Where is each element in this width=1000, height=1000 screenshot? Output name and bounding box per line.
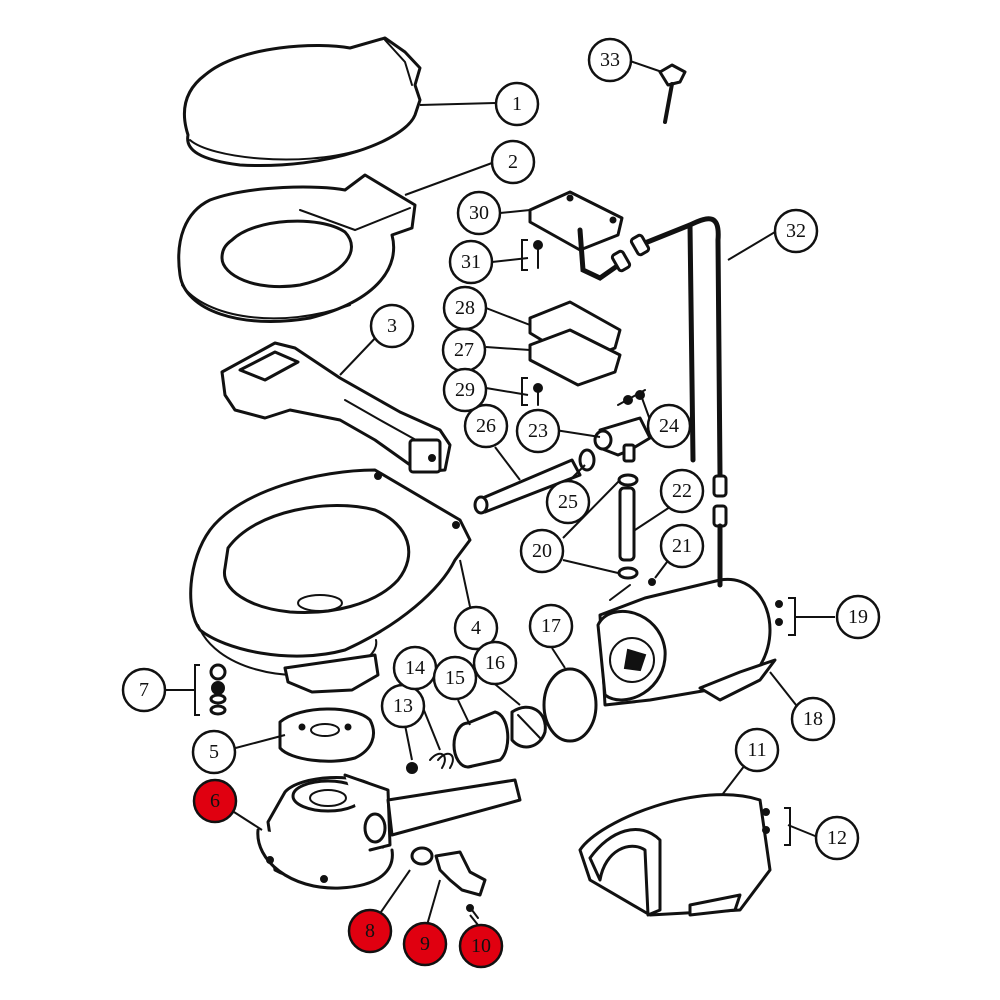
part-hardware-29-31	[533, 240, 543, 406]
callout-33: 33	[587, 37, 633, 83]
callout-label: 31	[461, 251, 481, 273]
callout-11: 11	[734, 727, 780, 773]
callout-label: 1	[512, 93, 522, 115]
callout-label: 11	[747, 739, 766, 761]
part-elbow-and-hose	[473, 389, 652, 515]
leader-lines	[150, 60, 835, 933]
callout-27: 27	[441, 327, 487, 373]
callout-label: 7	[139, 679, 149, 701]
callout-13: 13	[380, 683, 426, 729]
part-o-ring	[542, 667, 598, 743]
callout-28: 28	[442, 285, 488, 331]
callout-5: 5	[191, 729, 237, 775]
callout-label: 13	[393, 695, 413, 717]
callout-22: 22	[659, 468, 705, 514]
callout-label: 9	[420, 933, 430, 955]
part-coupling	[452, 710, 510, 769]
callout-label: 18	[803, 708, 823, 730]
callout-31: 31	[448, 239, 494, 285]
callout-label: 29	[455, 379, 475, 401]
callout-6: 6	[192, 778, 238, 824]
callout-3: 3	[369, 303, 415, 349]
callout-label: 27	[454, 339, 474, 361]
callout-32: 32	[773, 208, 819, 254]
callout-20: 20	[519, 528, 565, 574]
callout-1: 1	[494, 81, 540, 127]
callout-19: 19	[835, 594, 881, 640]
callout-label: 21	[672, 535, 692, 557]
callout-label: 28	[455, 297, 475, 319]
callout-29: 29	[442, 367, 488, 413]
callout-label: 14	[405, 657, 425, 679]
part-tube-and-clamps	[617, 473, 656, 586]
part-wire-harness	[577, 216, 728, 588]
callout-label: 24	[659, 415, 679, 437]
callout-15: 15	[432, 655, 478, 701]
callout-label: 8	[365, 920, 375, 942]
callout-14: 14	[392, 645, 438, 691]
part-fuse-holder	[658, 63, 687, 124]
callout-label: 4	[471, 617, 481, 639]
part-pump-housing	[256, 773, 522, 890]
callout-4: 4	[453, 605, 499, 651]
callout-26: 26	[463, 403, 509, 449]
part-motor	[596, 577, 783, 707]
callout-7: 7	[121, 667, 167, 713]
part-check-valve-group	[410, 846, 487, 919]
callout-21: 21	[659, 523, 705, 569]
callout-30: 30	[456, 190, 502, 236]
part-hardware-13-14	[406, 752, 454, 774]
callout-label: 22	[672, 480, 692, 502]
callout-12: 12	[814, 815, 860, 861]
callout-8: 8	[347, 908, 393, 954]
callout-label: 2	[508, 151, 518, 173]
callout-label: 32	[786, 220, 806, 242]
callout-label: 16	[485, 652, 505, 674]
callout-label: 5	[209, 741, 219, 763]
part-hardware-7	[209, 663, 227, 716]
callout-18: 18	[790, 696, 836, 742]
callout-label: 17	[541, 615, 561, 637]
callout-label: 10	[471, 935, 491, 957]
callout-label: 26	[476, 415, 496, 437]
callout-label: 19	[848, 606, 868, 628]
part-bowl	[189, 468, 472, 694]
part-gasket	[278, 707, 375, 763]
part-lid	[182, 36, 422, 168]
callout-label: 23	[528, 420, 548, 442]
callout-label: 15	[445, 667, 465, 689]
part-seat	[177, 173, 417, 323]
part-impeller	[510, 705, 547, 749]
part-motor-cover	[578, 793, 772, 917]
callout-label: 6	[210, 790, 220, 812]
callout-23: 23	[515, 408, 561, 454]
callout-label: 3	[387, 315, 397, 337]
callout-9: 9	[402, 921, 448, 967]
callout-label: 30	[469, 202, 489, 224]
callout-label: 12	[827, 827, 847, 849]
callout-10: 10	[458, 923, 504, 969]
part-hinge-bracket	[220, 341, 452, 474]
callout-label: 20	[532, 540, 552, 562]
part-plate-30	[528, 190, 624, 252]
part-plates-27-28	[528, 300, 622, 387]
callout-label: 25	[558, 491, 578, 513]
callout-17: 17	[528, 603, 574, 649]
callout-25: 25	[545, 479, 591, 525]
callout-label: 33	[600, 49, 620, 71]
callout-2: 2	[490, 139, 536, 185]
callout-24: 24	[646, 403, 692, 449]
callout-16: 16	[472, 640, 518, 686]
